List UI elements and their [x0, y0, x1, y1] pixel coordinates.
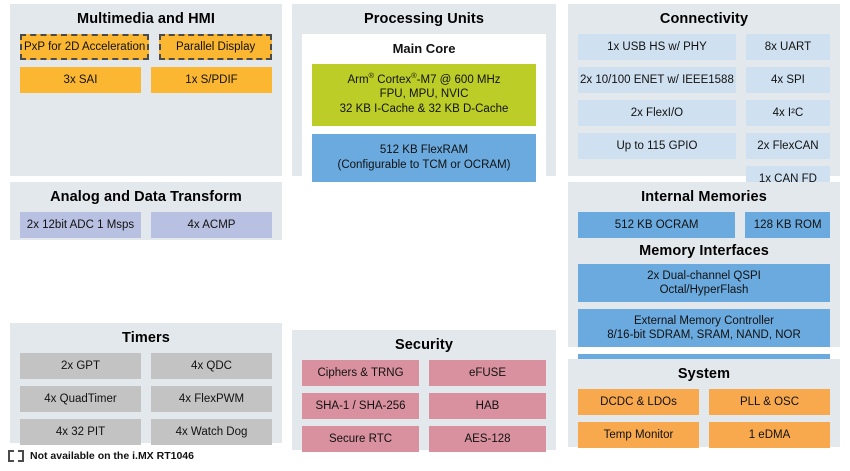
security-row-1: Ciphers & TRNG eFUSE [302, 359, 546, 386]
qspi-line-1: 2x Dual-channel QSPI [647, 270, 761, 283]
internal-memories-row: 512 KB OCRAM 128 KB ROM [568, 211, 840, 238]
emc-line-1: External Memory Controller [634, 315, 774, 328]
flexram-line-1: 512 KB FlexRAM [379, 144, 469, 157]
system-rows: DCDC & LDOs PLL & OSC Temp Monitor 1 eDM… [568, 388, 840, 457]
multimedia-row-1: PxP for 2D Acceleration Parallel Display [20, 33, 272, 60]
block-dcdc-ldos[interactable]: DCDC & LDOs [578, 388, 699, 415]
connectivity-columns: 1x USB HS w/ PHY 2x 10/100 ENET w/ IEEE1… [568, 33, 840, 201]
block-enet-ieee1588[interactable]: 2x 10/100 ENET w/ IEEE1588 [578, 66, 736, 93]
timers-row-2: 4x QuadTimer 4x FlexPWM [20, 385, 272, 412]
legend-text: Not available on the i.MX RT1046 [30, 450, 194, 462]
panel-system: System DCDC & LDOs PLL & OSC Temp Monito… [568, 359, 840, 448]
block-usb-hs-phy[interactable]: 1x USB HS w/ PHY [578, 33, 736, 60]
block-gpt[interactable]: 2x GPT [20, 352, 141, 379]
block-secure-rtc[interactable]: Secure RTC [302, 425, 419, 452]
block-spdif[interactable]: 1x S/PDIF [151, 66, 272, 93]
block-efuse[interactable]: eFUSE [429, 359, 546, 386]
main-core-card: Main Core Arm® Cortex®-M7 @ 600 MHz FPU,… [302, 33, 546, 193]
core-line-3: 32 KB I-Cache & 32 KB D-Cache [339, 103, 509, 116]
panel-connectivity: Connectivity 1x USB HS w/ PHY 2x 10/100 … [568, 4, 840, 192]
main-core-title: Main Core [392, 40, 456, 56]
qspi-line-2: Octal/HyperFlash [659, 284, 749, 297]
core-line-1: Arm® Cortex®-M7 @ 600 MHz [347, 70, 501, 86]
panel-title-security: Security [394, 337, 454, 353]
block-temp-monitor[interactable]: Temp Monitor [578, 421, 699, 448]
block-parallel-display[interactable]: Parallel Display [159, 33, 272, 60]
block-flexram[interactable]: 512 KB FlexRAM (Configurable to TCM or O… [312, 134, 536, 183]
multimedia-row-2: 3x SAI 1x S/PDIF [20, 66, 272, 93]
block-pit[interactable]: 4x 32 PIT [20, 418, 141, 445]
panel-internal-memories: Internal Memories 512 KB OCRAM 128 KB RO… [568, 182, 840, 381]
connectivity-left-column: 1x USB HS w/ PHY 2x 10/100 ENET w/ IEEE1… [578, 33, 736, 192]
panel-timers: Timers 2x GPT 4x QDC 4x QuadTimer 4x Fle… [10, 323, 282, 445]
block-adc[interactable]: 2x 12bit ADC 1 Msps [20, 211, 141, 238]
panel-title-memory-interfaces: Memory Interfaces [639, 242, 769, 259]
block-rom[interactable]: 128 KB ROM [745, 211, 830, 238]
block-qspi[interactable]: 2x Dual-channel QSPI Octal/HyperFlash [578, 264, 830, 303]
block-flexcan[interactable]: 2x FlexCAN [745, 132, 830, 159]
block-edma[interactable]: 1 eDMA [709, 421, 830, 448]
core-line-2: FPU, MPU, NVIC [379, 88, 469, 101]
system-row-2: Temp Monitor 1 eDMA [578, 421, 830, 448]
timers-row-3: 4x 32 PIT 4x Watch Dog [20, 418, 272, 445]
dashed-box-swatch-icon [8, 450, 24, 462]
legend: Not available on the i.MX RT1046 [8, 450, 194, 462]
block-sha[interactable]: SHA-1 / SHA-256 [302, 392, 419, 419]
connectivity-right-column: 8x UART 4x SPI 4x I²C 2x FlexCAN 1x CAN … [745, 33, 830, 192]
multimedia-rows: PxP for 2D Acceleration Parallel Display… [10, 33, 282, 102]
block-flexio[interactable]: 2x FlexI/O [578, 99, 736, 126]
block-i2c[interactable]: 4x I²C [745, 99, 830, 126]
timers-rows: 2x GPT 4x QDC 4x QuadTimer 4x FlexPWM 4x… [10, 352, 282, 454]
emc-line-2: 8/16-bit SDRAM, SRAM, NAND, NOR [607, 329, 801, 342]
panel-security: Security Ciphers & TRNG eFUSE SHA-1 / SH… [292, 330, 556, 452]
block-sai[interactable]: 3x SAI [20, 66, 141, 93]
panel-title-processing-units: Processing Units [363, 11, 485, 27]
block-acmp[interactable]: 4x ACMP [151, 211, 272, 238]
panel-title-timers: Timers [122, 330, 170, 346]
block-ciphers-trng[interactable]: Ciphers & TRNG [302, 359, 419, 386]
panel-processing-units: Processing Units Main Core Arm® Cortex®-… [292, 4, 556, 193]
block-qdc[interactable]: 4x QDC [151, 352, 272, 379]
block-external-memory-controller[interactable]: External Memory Controller 8/16-bit SDRA… [578, 309, 830, 348]
block-watch-dog[interactable]: 4x Watch Dog [151, 418, 272, 445]
security-rows: Ciphers & TRNG eFUSE SHA-1 / SHA-256 HAB… [292, 359, 556, 461]
block-flexpwm[interactable]: 4x FlexPWM [151, 385, 272, 412]
timers-row-1: 2x GPT 4x QDC [20, 352, 272, 379]
block-gpio[interactable]: Up to 115 GPIO [578, 132, 736, 159]
panel-title-system: System [677, 366, 731, 382]
panel-multimedia-and-hmi: Multimedia and HMI PxP for 2D Accelerati… [10, 4, 282, 176]
memories-row-1: 512 KB OCRAM 128 KB ROM [578, 211, 830, 238]
security-row-2: SHA-1 / SHA-256 HAB [302, 392, 546, 419]
block-arm-cortex-m7[interactable]: Arm® Cortex®-M7 @ 600 MHz FPU, MPU, NVIC… [312, 63, 536, 127]
panel-title-multimedia: Multimedia and HMI [77, 11, 215, 27]
panel-analog-and-data-transform: Analog and Data Transform 2x 12bit ADC 1… [10, 182, 282, 240]
block-spi[interactable]: 4x SPI [745, 66, 830, 93]
analog-rows: 2x 12bit ADC 1 Msps 4x ACMP [10, 211, 282, 247]
analog-row-1: 2x 12bit ADC 1 Msps 4x ACMP [20, 211, 272, 238]
panel-title-analog: Analog and Data Transform [50, 189, 242, 205]
block-aes-128[interactable]: AES-128 [429, 425, 546, 452]
block-hab[interactable]: HAB [429, 392, 546, 419]
block-pll-osc[interactable]: PLL & OSC [709, 388, 830, 415]
block-ocram[interactable]: 512 KB OCRAM [578, 211, 736, 238]
block-pxp-2d-acceleration[interactable]: PxP for 2D Acceleration [20, 33, 150, 60]
panel-title-connectivity: Connectivity [659, 11, 749, 27]
block-quadtimer[interactable]: 4x QuadTimer [20, 385, 141, 412]
block-uart[interactable]: 8x UART [745, 33, 830, 60]
flexram-line-2: (Configurable to TCM or OCRAM) [337, 159, 511, 172]
system-row-1: DCDC & LDOs PLL & OSC [578, 388, 830, 415]
security-row-3: Secure RTC AES-128 [302, 425, 546, 452]
panel-title-internal-memories: Internal Memories [641, 189, 767, 205]
